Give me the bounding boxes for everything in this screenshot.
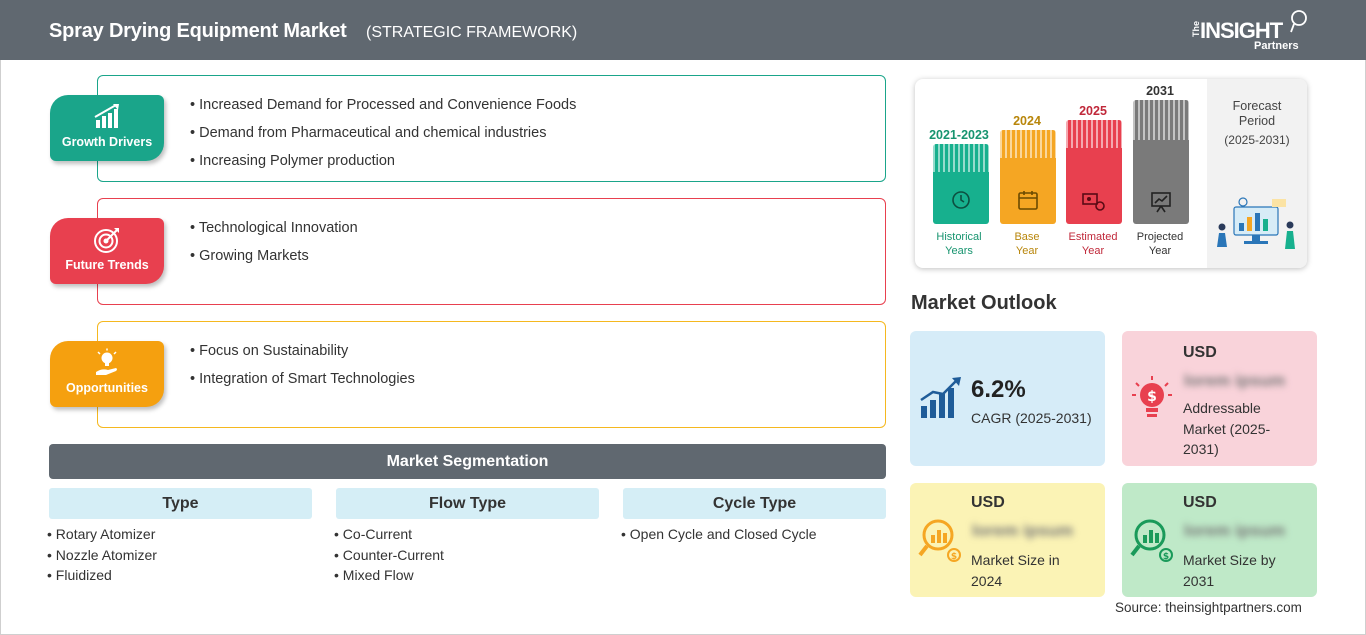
growth-chart-icon bbox=[94, 104, 119, 128]
size-2031-currency: USD bbox=[1183, 494, 1217, 511]
header-bar: Spray Drying Equipment Market (STRATEGIC… bbox=[0, 0, 1366, 60]
list-item: Rotary Atomizer bbox=[47, 524, 157, 545]
timeline-year-historical: 2021-2023 bbox=[929, 128, 989, 142]
lightbulb-hand-icon bbox=[96, 348, 117, 375]
segment-heading-cycle-type: Cycle Type bbox=[623, 488, 886, 519]
future-trends-label: Future Trends bbox=[65, 258, 149, 272]
growth-drivers-box: Increased Demand for Processed and Conve… bbox=[97, 75, 886, 182]
addressable-currency: USD bbox=[1183, 344, 1217, 361]
addressable-value: lorem ipsum bbox=[1184, 371, 1286, 390]
timeline-year-projected: 2031 bbox=[1146, 84, 1174, 98]
estimate-gear-icon bbox=[1082, 193, 1105, 211]
timeline-column-projected bbox=[1133, 100, 1189, 224]
market-size-magnifier-icon: $ bbox=[1130, 519, 1173, 562]
opportunities-label: Opportunities bbox=[66, 381, 148, 395]
page-title: Spray Drying Equipment Market bbox=[49, 20, 347, 42]
growth-drivers-badge: Growth Drivers bbox=[50, 95, 164, 161]
cagr-value: 6.2% bbox=[971, 376, 1026, 403]
logo-partners: Partners bbox=[1254, 40, 1299, 52]
segment-list-flow-type: Co-Current Counter-Current Mixed Flow bbox=[334, 524, 444, 586]
growth-chart-icon bbox=[920, 377, 961, 418]
list-item: Focus on Sustainability bbox=[190, 342, 415, 370]
opportunities-list: Focus on Sustainability Integration of S… bbox=[190, 342, 415, 398]
timeline-column-base bbox=[1000, 130, 1056, 224]
list-item: Growing Markets bbox=[190, 247, 358, 275]
logo-insight: INSIGHT bbox=[1200, 18, 1283, 43]
future-trends-badge: Future Trends bbox=[50, 218, 164, 284]
logo-lens-icon bbox=[1290, 10, 1307, 33]
segment-list-type: Rotary Atomizer Nozzle Atomizer Fluidize… bbox=[47, 524, 157, 586]
list-item: Increasing Polymer production bbox=[190, 152, 576, 180]
source-credit: Source: theinsightpartners.com bbox=[1115, 600, 1302, 615]
history-clock-icon bbox=[952, 191, 970, 209]
size-2024-currency: USD bbox=[971, 494, 1005, 511]
list-item: Nozzle Atomizer bbox=[47, 545, 157, 566]
size-2031-value: lorem ipsum bbox=[1184, 521, 1286, 540]
list-item: Technological Innovation bbox=[190, 219, 358, 247]
money-lightbulb-icon: $ bbox=[1132, 376, 1172, 417]
size-2024-value: lorem ipsum bbox=[972, 521, 1074, 540]
segment-heading-type: Type bbox=[49, 488, 312, 519]
future-trends-list: Technological Innovation Growing Markets bbox=[190, 219, 358, 275]
market-segmentation-bar: Market Segmentation bbox=[49, 444, 886, 479]
growth-drivers-label: Growth Drivers bbox=[61, 135, 153, 149]
projection-board-icon bbox=[1151, 192, 1171, 213]
list-item: Mixed Flow bbox=[334, 565, 444, 586]
timeline-year-estimated: 2025 bbox=[1079, 104, 1107, 118]
target-icon bbox=[94, 228, 119, 253]
timeline-year-base: 2024 bbox=[1013, 114, 1041, 128]
segment-list-cycle-type: Open Cycle and Closed Cycle bbox=[621, 524, 817, 545]
segment-heading-flow-type: Flow Type bbox=[336, 488, 599, 519]
list-item: Counter-Current bbox=[334, 545, 444, 566]
growth-drivers-list: Increased Demand for Processed and Conve… bbox=[190, 96, 576, 180]
svg-text:$: $ bbox=[1147, 389, 1157, 405]
timeline-column-estimated bbox=[1066, 120, 1122, 224]
list-item: Open Cycle and Closed Cycle bbox=[621, 524, 817, 545]
opportunities-box: Focus on Sustainability Integration of S… bbox=[97, 321, 886, 428]
cagr-card: 6.2% CAGR (2025-2031) bbox=[910, 331, 1105, 466]
calendar-icon bbox=[1018, 191, 1038, 210]
forecast-period-range: (2025-2031) bbox=[1224, 133, 1290, 147]
list-item: Integration of Smart Technologies bbox=[190, 370, 415, 398]
cagr-label: CAGR (2025-2031) bbox=[971, 410, 1092, 426]
timeline-column-historical bbox=[933, 144, 989, 224]
insight-partners-logo[interactable]: The INSIGHT Partners bbox=[1186, 10, 1316, 54]
analytics-people-illustration bbox=[1217, 197, 1295, 249]
svg-text:$: $ bbox=[951, 552, 957, 562]
list-item: Demand from Pharmaceutical and chemical … bbox=[190, 124, 576, 152]
future-trends-box: Technological Innovation Growing Markets bbox=[97, 198, 886, 305]
opportunities-badge: Opportunities bbox=[50, 341, 164, 407]
list-item: Increased Demand for Processed and Conve… bbox=[190, 96, 576, 124]
market-outlook-title: Market Outlook bbox=[911, 292, 1057, 314]
svg-text:$: $ bbox=[1163, 552, 1169, 562]
market-size-magnifier-icon: $ bbox=[918, 519, 961, 562]
list-item: Co-Current bbox=[334, 524, 444, 545]
list-item: Fluidized bbox=[47, 565, 157, 586]
page-subtitle: (STRATEGIC FRAMEWORK) bbox=[366, 24, 578, 41]
